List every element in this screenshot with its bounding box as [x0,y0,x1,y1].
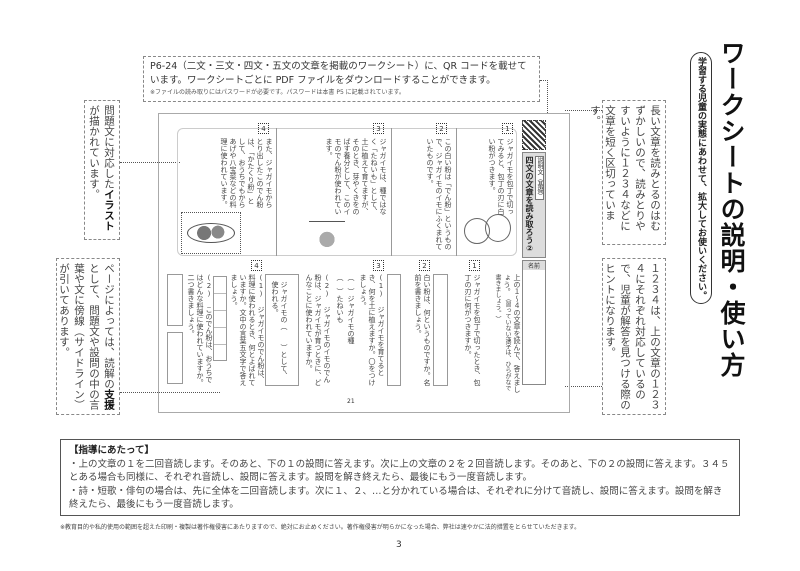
right-note-1: 長い文章を読みとるのはむずかしいので、読みとりやすいように１２３４などに文章を短… [589,100,666,245]
question-3-2: (2) ジャガイモのイモのでん粉は、ジャガイモが育つときに、どんなことに使われて… [305,274,331,386]
answer-box[interactable] [433,274,448,386]
divider [391,128,392,256]
worksheet-title: 四文の文章を読み取ろう② [525,156,534,253]
question-3-1: (1) ジャガイモを育てるとき、何を土に植えますか。〇をつけましょう。 [359,274,385,386]
section-number-4: 4 [258,123,269,134]
divider [456,128,457,256]
instruction-text: 上の１〜４の文章を読んで、答えましょう。 [503,274,521,393]
teaching-notes-heading: 【指導にあたって】 [69,445,155,456]
answer-box[interactable] [167,332,183,384]
connector [540,80,548,113]
connector [565,386,602,387]
teaching-note-item: ・上の文章の１を二回音読します。そのあと、下の１の設問に答えます。次に上の文章の… [69,458,730,484]
passage-1: ジャガイモを包丁で切ってみると、包丁の刃に白い粉がつきます。 [488,138,514,215]
page-title: ワークシートの説明・使い方 [717,40,746,378]
passage-4: また、ジャガイモからとり出したこのでん粉は、「かたくり粉」として、おうちでもから… [220,138,273,208]
choice-2[interactable]: （ ）たねいも [336,274,344,323]
passage-panel [177,128,517,256]
q-number-1: 1 [469,260,480,271]
name-box: 名前 [522,260,546,385]
left-note-illustration: 問題文に対応したイラストが描かれています。 [84,100,120,240]
divider [276,128,277,256]
answer-box[interactable] [387,274,401,386]
section-number-2: 2 [436,123,447,134]
question-1: ジャガイモを包丁で切ったとき、包丁の刃に何がつきますか。 [464,274,481,386]
teaching-note-item: ・詩・短歌・俳句の場合は、先に全体を二回音読します。次に１、２、…と分かれている… [69,485,723,511]
copyright-notice: ※教育目的や私的使用の範囲を超えた印刷・複製は著作権侵害にあたりますので、絶対に… [60,524,581,531]
page-number: 3 [396,540,402,550]
answer-box-3-2[interactable]: ジャガイモの（ ）として、使われる。 [265,274,299,386]
note-text: として、問題文や設問の中の言葉や文に傍線（サイドライン）が引いてあります。 [58,263,100,410]
worksheet-instruction: 上の１〜４の文章を読んで、答えましょう。（習っていない漢字は、ひらがなで書きまし… [483,274,521,394]
section-number-3: 3 [373,123,384,134]
note-bold: 支援 [103,389,115,410]
plant-roots-illustration [309,221,345,251]
note-text: ページによっては、読解の [103,263,115,389]
question-2: 白い粉は、何というものですか。名前を書きましょう。 [414,274,431,386]
fried-food-illustration [181,212,241,254]
qr-note: P6-24（二文・三文・四文・五文の文章を掲載のワークシート）に、QR コードを… [143,56,540,102]
question-4-1: (1) ジャガイモのでん粉は、料理に使われるとき、何とよばれていますか。文中の言… [230,274,265,386]
passage-3: ジャガイモは、種ではなく「たねいも」として、土に植えて育てますが、そのとき、芽や… [325,138,387,215]
section-number-1: 1 [502,123,513,134]
instruction-sub: （習っていない漢字は、ひらがなで書きましょう。） [494,274,511,391]
q-number-2: 2 [419,260,430,271]
qr-note-small: ※ファイルの読み取りにはパスワードが必要です。パスワードは本書 P5 に記載され… [150,89,405,96]
q-number-4: 4 [251,260,262,271]
left-note-sideline: ページによっては、読解の支援として、問題文や設問の中の言葉や文に傍線（サイドライ… [56,258,120,415]
passage-2: この白い粉は「でん粉」というもので、ジャガイモのイモにふくまれていたものです。 [426,138,452,250]
choice-1[interactable]: （ ）ジャガイモの種 [347,274,355,344]
question-4-2: (2) このでん粉は、おうちではどんな料理に使われていますか。二つ書きましょう。 [187,274,213,386]
worksheet-label: 説明文（基礎） [535,156,544,200]
potato-illustration [485,214,511,242]
connector [565,110,602,111]
teaching-notes: 【指導にあたって】 ・上の文章の１を二回音読します。そのあと、下の１の設問に答え… [60,439,740,516]
note-text: が描かれています。 [88,105,100,200]
note-text: 問題文に対応した [103,105,115,189]
name-label: 名前 [523,261,545,270]
qr-note-text: P6-24（二文・三文・四文・五文の文章を掲載のワークシート）に、QR コードを… [150,61,527,86]
connector [120,162,180,163]
answer-grid[interactable] [213,276,227,361]
worksheet-title-band: 説明文（基礎） 四文の文章を読み取ろう② [522,152,546,258]
subtitle-badge: 学習する児童の実態にあわせて、拡大してお使いください。 [690,52,712,304]
right-note-2: １２３４は、上の文章の１２３４にそれぞれ対応しているので、児童が解答を見つける際… [602,258,666,415]
worksheet-page-number: 21 [347,398,355,405]
answer-box[interactable] [167,274,183,326]
qr-code-icon [522,120,546,150]
worksheet-preview: 説明文（基礎） 四文の文章を読み取ろう② 名前 1 2 3 4 ジャガイモを包丁… [158,113,570,413]
q-number-3: 3 [373,260,384,271]
note-bold: イラスト [103,189,115,231]
subtitle-text: 学習する児童の実態にあわせて、拡大してお使いください。 [696,56,706,300]
connector [120,392,220,393]
